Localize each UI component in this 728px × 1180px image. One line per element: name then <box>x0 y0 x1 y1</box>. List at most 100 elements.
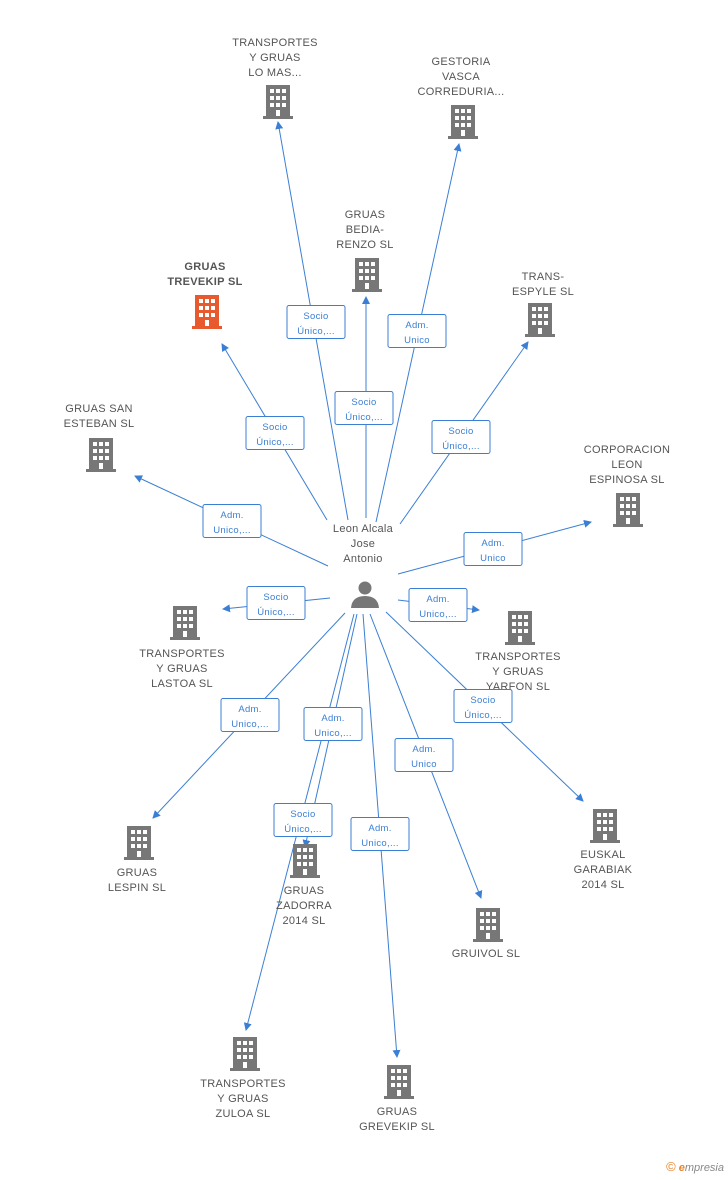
relation-label-corporacion-leon-espinosa[interactable]: Adm.Unico <box>463 532 523 566</box>
company-name-line: BEDIA- <box>346 224 385 236</box>
building-icon[interactable] <box>590 809 620 843</box>
building-icon[interactable] <box>352 258 382 292</box>
relation-text-line: Unico,... <box>213 525 251 536</box>
company-name-line: VASCA <box>442 71 480 83</box>
relation-box <box>453 689 513 723</box>
company-name-line: ZADORRA <box>276 900 332 912</box>
relation-text-line: Adm. <box>481 538 504 549</box>
company-name-gruas-san-esteban[interactable]: GRUAS SAN ESTEBAN SL <box>64 403 135 430</box>
relation-box <box>273 803 333 837</box>
company-name-gruivol[interactable]: GRUIVOL SL <box>452 948 521 960</box>
relation-box <box>431 420 491 454</box>
building-icon[interactable] <box>525 303 555 337</box>
company-node-trans-espyle[interactable]: TRANS-ESPYLE SL <box>512 271 574 337</box>
relation-text-line: Unico,... <box>361 838 399 849</box>
person-icon[interactable] <box>351 581 379 609</box>
company-name-line: CORREDURIA... <box>417 86 504 98</box>
company-name-line: 2014 SL <box>581 879 624 891</box>
building-icon[interactable] <box>124 826 154 860</box>
relation-label-gruas-san-esteban[interactable]: Adm. Unico,... <box>202 504 262 538</box>
company-node-gruivol[interactable]: GRUIVOL SL <box>452 908 521 960</box>
building-icon[interactable] <box>384 1065 414 1099</box>
company-name-trans-espyle[interactable]: TRANS-ESPYLE SL <box>512 271 574 298</box>
company-name-line: TRANSPORTES <box>200 1078 286 1090</box>
relation-text: Adm.Unico <box>411 744 437 770</box>
building-icon[interactable] <box>613 493 643 527</box>
relation-text-line: Adm. <box>220 510 243 521</box>
company-name-gestoria-vasca[interactable]: GESTORIA VASCA CORREDURIA... <box>417 56 504 98</box>
company-name-line: GRUAS SAN <box>65 403 133 415</box>
building-icon[interactable] <box>505 611 535 645</box>
relation-box <box>220 698 280 732</box>
building-icon[interactable] <box>448 105 478 139</box>
building-icon[interactable] <box>192 295 222 329</box>
company-node-gruas-san-esteban[interactable]: GRUAS SAN ESTEBAN SL <box>64 403 135 472</box>
relation-text-line: Socio <box>290 809 315 820</box>
relation-label-gruas-zadorra[interactable]: Adm.Unico,... <box>303 707 363 741</box>
relation-text-line: Único,... <box>297 326 335 337</box>
relation-text-line: Único,... <box>284 824 322 835</box>
relation-label-gruivol[interactable]: Adm.Unico <box>394 738 454 772</box>
relation-text-line: Unico <box>411 759 437 770</box>
company-name-line: GESTORIA <box>431 56 490 68</box>
relation-text: Adm.Unico,... <box>314 713 352 739</box>
relation-label-transportes-gruas-yarfon[interactable]: Adm.Unico,... <box>408 588 468 622</box>
building-icon[interactable] <box>230 1037 260 1071</box>
nodes-layer: TRANSPORTES Y GRUAS LO MAS... GESTORIA VASCA… <box>64 37 670 1133</box>
building-icon[interactable] <box>290 844 320 878</box>
company-name-line: LO MAS... <box>248 67 301 79</box>
relation-label-gestoria-vasca[interactable]: Adm.Unico <box>387 314 447 348</box>
relation-text-line: Socio <box>448 426 473 437</box>
relation-label-gruas-lespin[interactable]: Adm.Unico,... <box>220 698 280 732</box>
relation-box <box>246 586 306 620</box>
brand-logo[interactable]: empresia <box>678 1162 724 1174</box>
building-icon[interactable] <box>473 908 503 942</box>
building-icon[interactable] <box>263 85 293 119</box>
company-node-gestoria-vasca[interactable]: GESTORIA VASCA CORREDURIA... <box>417 56 504 139</box>
company-name-line: TRANS- <box>522 271 565 283</box>
footer-brand[interactable]: © empresia <box>666 1159 724 1174</box>
relation-label-gruas-grevekip[interactable]: Adm.Unico,... <box>350 817 410 851</box>
company-name-line: ESTEBAN SL <box>64 418 135 430</box>
building-icon[interactable] <box>170 606 200 640</box>
building-icon[interactable] <box>86 438 116 472</box>
company-name-line: ESPINOSA SL <box>589 474 664 486</box>
company-name-line: Y GRUAS <box>249 52 300 64</box>
company-name-line: GREVEKIP SL <box>359 1121 435 1133</box>
company-name-line: LASTOA SL <box>151 678 213 690</box>
person-name-line: Jose <box>351 538 375 550</box>
company-name-line: GRUAS <box>284 885 325 897</box>
